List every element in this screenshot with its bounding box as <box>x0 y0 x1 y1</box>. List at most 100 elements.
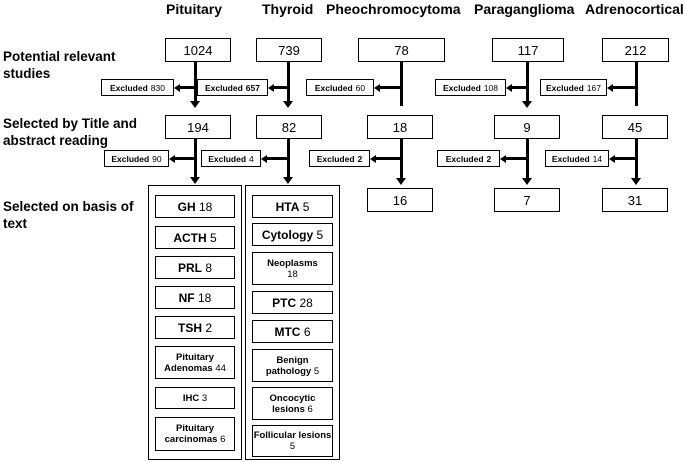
connector <box>380 86 401 89</box>
excluded-value: 108 <box>483 82 498 93</box>
arrow-down-icon <box>631 178 641 185</box>
item-name: Pituitary carcinomas <box>164 423 218 445</box>
connector <box>175 157 195 160</box>
arrow-down-icon <box>522 178 532 185</box>
title-sel-value: 194 <box>187 119 209 135</box>
excluded-value: 2 <box>486 153 492 164</box>
item-count: 18 <box>197 290 212 305</box>
title-sel-thyroid: 82 <box>256 115 322 139</box>
excluded-label: Excluded <box>208 153 247 164</box>
pituitary-item: ACTH 5 <box>155 226 235 249</box>
connector <box>506 157 527 160</box>
item-count: 3 <box>201 392 208 404</box>
text-sel-value: 7 <box>523 192 531 208</box>
connector <box>635 62 638 106</box>
pituitary-group: GH 18 ACTH 5 PRL 8 NF 18 TSH 2 Pituitary… <box>148 185 242 460</box>
thyroid-item: MTC 6 <box>252 320 333 343</box>
connector <box>180 86 195 89</box>
item-name: IHC <box>182 392 200 404</box>
arrow-left-icon <box>374 84 380 92</box>
text-sel-value: 16 <box>392 192 408 208</box>
item-count: 6 <box>307 403 313 415</box>
connector <box>615 157 636 160</box>
row-label-selected-text: Selected on basis of text <box>3 199 134 231</box>
item-name: Oncocytic lesions <box>269 392 316 415</box>
arrow-left-icon <box>609 155 615 163</box>
thyroid-item: Follicular lesions 5 <box>252 425 333 457</box>
pituitary-item: IHC 3 <box>155 387 235 409</box>
connector <box>526 139 529 179</box>
excluded-label: Excluded <box>551 153 590 164</box>
header-paraganglioma: Paraganglioma <box>474 1 575 17</box>
connector <box>273 86 288 89</box>
title-sel-pheo: 18 <box>367 115 433 139</box>
item-count: 28 <box>299 295 313 310</box>
arrow-down-icon <box>190 177 200 184</box>
excluded-value: 60 <box>355 82 366 93</box>
excluded-label: Excluded <box>205 82 243 93</box>
connector <box>635 139 638 179</box>
item-name: GH <box>177 199 196 214</box>
potential-adreno: 212 <box>602 38 669 62</box>
header-thyroid: Thyroid <box>262 1 314 17</box>
arrow-left-icon <box>607 84 613 92</box>
arrow-down-icon <box>283 177 293 184</box>
text-sel-adreno: 31 <box>602 188 668 212</box>
arrow-left-icon <box>169 155 175 163</box>
arrow-left-icon <box>261 155 267 163</box>
title-sel-adreno: 45 <box>602 115 668 139</box>
text-sel-value: 31 <box>627 192 643 208</box>
thyroid-item: PTC 28 <box>252 291 333 314</box>
connector <box>400 62 403 106</box>
excluded-label: Excluded <box>314 82 353 93</box>
connector <box>287 62 290 102</box>
item-count: 5 <box>302 199 310 214</box>
item-count: 5 <box>289 441 296 452</box>
title-sel-value: 9 <box>523 119 531 135</box>
item-count: 18 <box>198 199 213 214</box>
connector <box>194 139 197 179</box>
potential-pheo: 78 <box>358 38 445 62</box>
item-count: 18 <box>287 268 298 280</box>
title-sel-value: 82 <box>281 119 297 135</box>
item-name: Neoplasms <box>267 257 318 269</box>
excluded-label: Excluded <box>316 153 355 164</box>
item-count: 5 <box>313 365 320 377</box>
potential-adreno-value: 212 <box>624 42 647 58</box>
item-name: PRL <box>177 260 202 275</box>
item-name: PTC <box>272 295 297 310</box>
arrow-left-icon <box>506 84 512 92</box>
thyroid-item: HTA 5 <box>252 195 333 218</box>
text-sel-pheo: 16 <box>367 188 433 212</box>
excluded-label: Excluded <box>443 82 481 93</box>
arrow-left-icon <box>500 155 506 163</box>
potential-pheo-value: 78 <box>394 42 409 58</box>
potential-thyroid: 739 <box>256 38 322 62</box>
arrow-left-icon <box>268 84 274 92</box>
item-name: ACTH <box>173 230 207 245</box>
item-name: Follicular lesions <box>253 430 332 441</box>
pituitary-item: Pituitary carcinomas 6 <box>155 417 235 451</box>
thyroid-item: Benign pathology 5 <box>252 349 333 382</box>
arrow-down-icon <box>396 178 406 185</box>
pituitary-item: GH 18 <box>155 195 235 218</box>
excluded-label: Excluded <box>110 82 148 93</box>
item-name: MTC <box>274 324 301 339</box>
excluded-value: 90 <box>152 153 162 164</box>
item-name: HTA <box>275 199 300 214</box>
item-count: 8 <box>205 260 213 275</box>
title-sel-pituitary: 194 <box>165 115 231 139</box>
pituitary-item: PRL 8 <box>155 256 235 279</box>
item-count: 5 <box>209 230 217 245</box>
potential-pituitary: 1024 <box>165 38 231 62</box>
row-label-selected-title: Selected by Title and abstract reading <box>3 116 138 148</box>
connector <box>267 157 288 160</box>
potential-para: 117 <box>492 38 564 62</box>
connector <box>400 139 403 179</box>
